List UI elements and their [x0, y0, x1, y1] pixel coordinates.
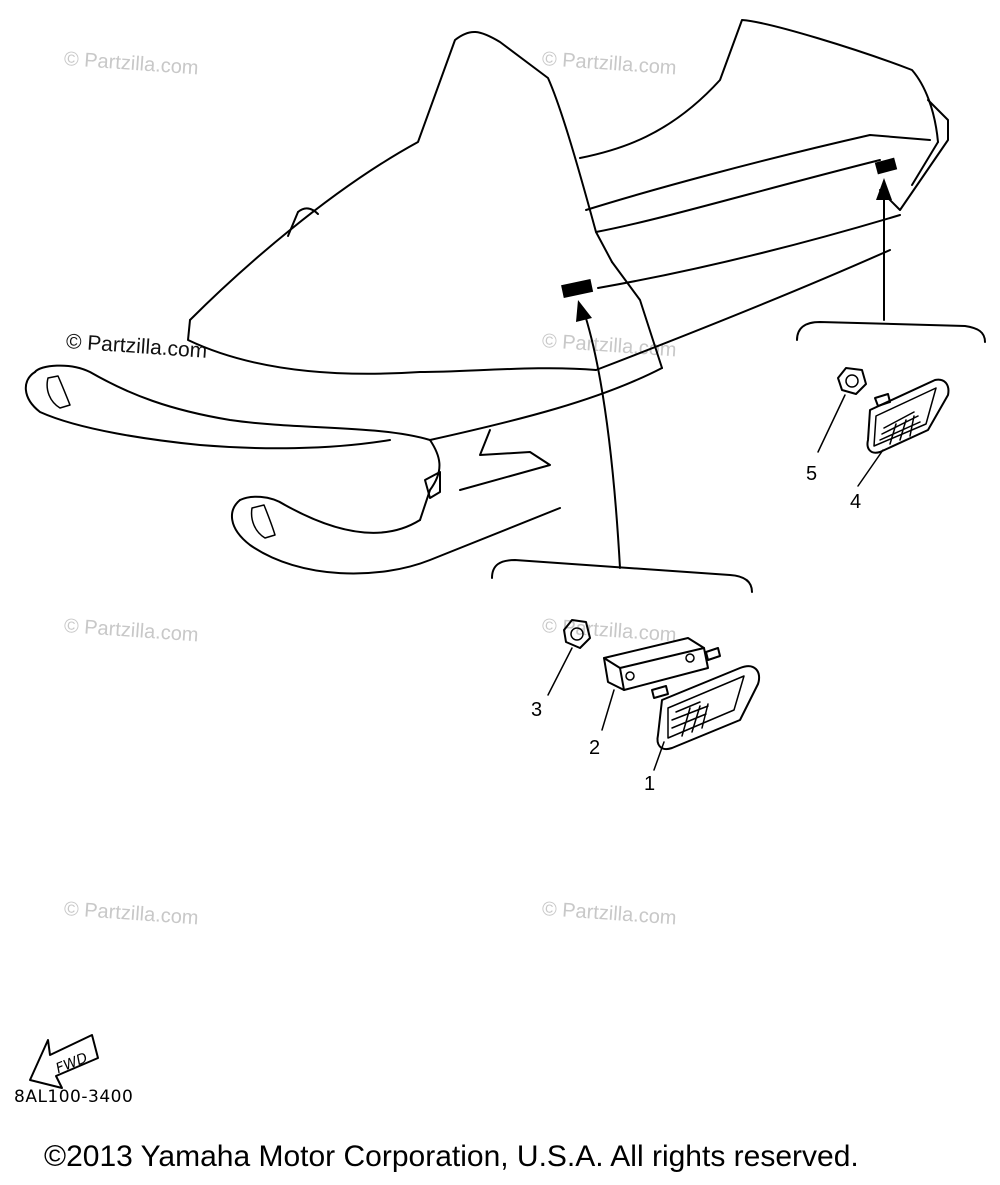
callout-4: 4 — [850, 491, 861, 513]
arrow-lower-group — [576, 300, 621, 569]
bracket-lower-group — [491, 559, 753, 593]
snowmobile-body-outline — [24, 19, 949, 575]
part-4-reflector — [866, 378, 950, 454]
arrow-upper-group — [876, 178, 892, 321]
drawing-code: 8AL100-3400 — [14, 1087, 134, 1107]
part-2-plate — [603, 637, 709, 691]
part-1-reflector — [651, 647, 760, 750]
fwd-arrow-icon: FWD — [29, 1034, 99, 1089]
callout-5: 5 — [806, 463, 817, 485]
part-5-nut — [837, 367, 867, 395]
bracket-upper-group — [796, 321, 986, 343]
reflector-mount-mark-right — [874, 157, 898, 175]
callout-3: 3 — [531, 699, 542, 721]
copyright-notice: ©2013 Yamaha Motor Corporation, U.S.A. A… — [44, 1140, 859, 1173]
callout-1: 1 — [644, 773, 655, 795]
leader-lines — [547, 394, 884, 771]
reflector-mount-mark-left — [561, 279, 594, 298]
callout-2: 2 — [589, 737, 600, 759]
part-3-nut — [563, 619, 591, 649]
fwd-label: FWD — [54, 1050, 90, 1077]
